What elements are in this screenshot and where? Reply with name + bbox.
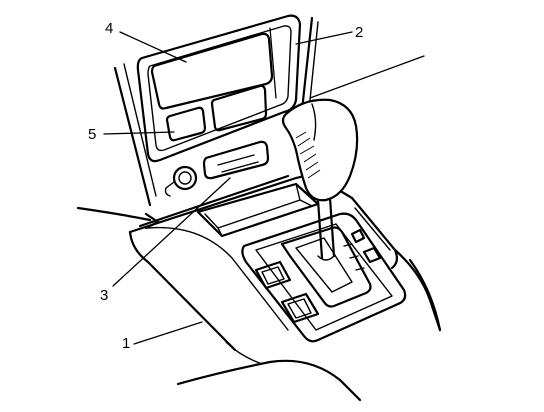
callout-5: 5 — [88, 126, 96, 143]
pointer-arrow — [76, 206, 160, 230]
center-panel-bezel — [136, 14, 302, 163]
display-opening — [150, 32, 274, 110]
ashtray-slot — [202, 140, 270, 180]
leader-lines — [103, 31, 425, 345]
callout-2: 2 — [355, 24, 363, 41]
switch-openings — [165, 84, 268, 142]
round-knob — [164, 165, 198, 197]
dashboard-edge — [113, 16, 319, 207]
callout-4: 4 — [105, 20, 113, 37]
console-switches — [254, 260, 320, 324]
shift-knob — [281, 98, 359, 202]
shift-gate-plate — [241, 212, 407, 343]
callout-3: 3 — [100, 287, 108, 304]
callout-1: 1 — [122, 335, 130, 352]
seat-outline — [176, 341, 362, 402]
console-body — [128, 174, 442, 352]
shift-lever — [316, 196, 336, 261]
